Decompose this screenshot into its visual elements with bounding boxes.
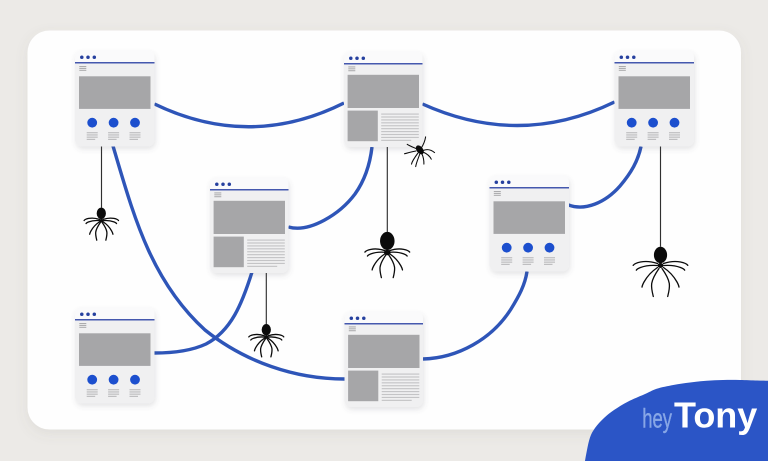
svg-text:hey: hey: [642, 403, 672, 433]
svg-text:Tony: Tony: [674, 395, 757, 436]
